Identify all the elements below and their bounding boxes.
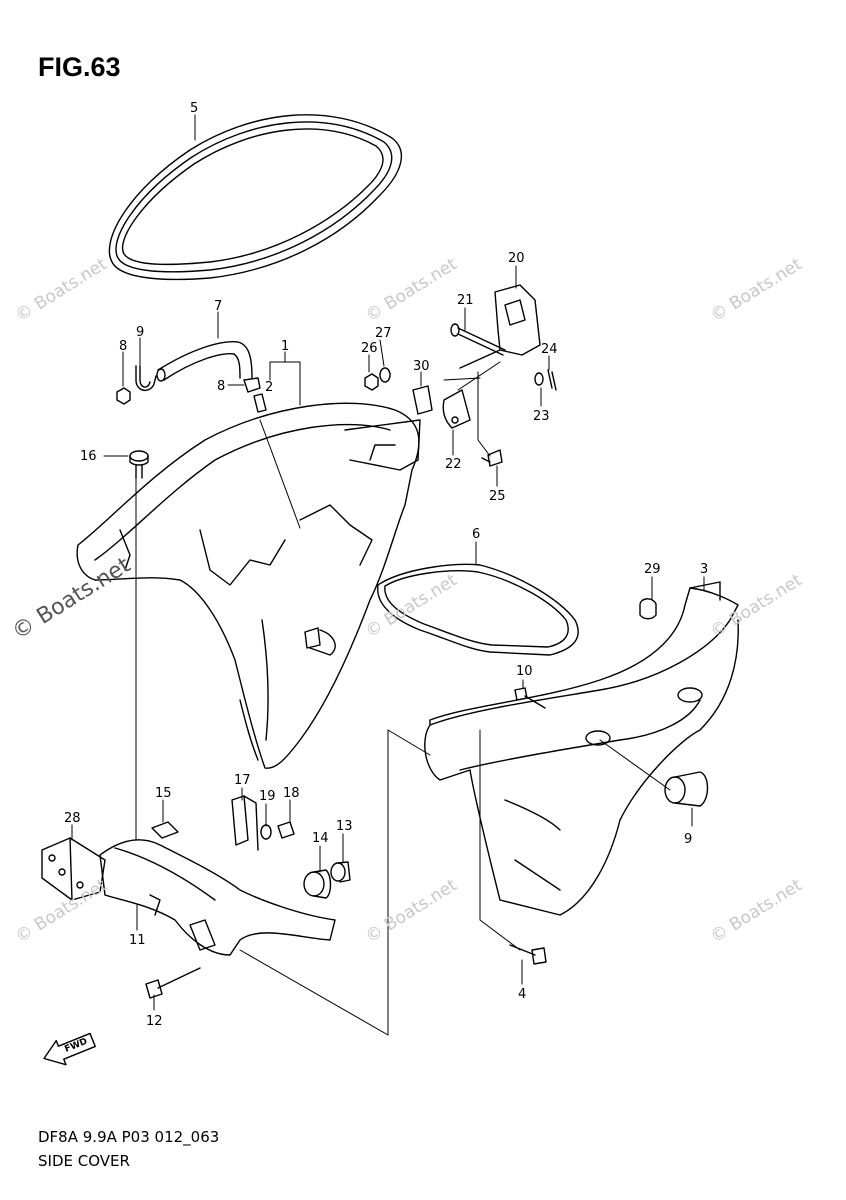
part-15-mount	[303, 869, 332, 899]
callout-19: 18	[283, 786, 300, 801]
part-3-right-side-cover	[424, 581, 739, 916]
watermark-text: © Boats.net	[8, 553, 135, 646]
figure-name: SIDE COVER	[38, 1152, 130, 1170]
watermark-text: © Boats.net	[12, 254, 111, 326]
part-20-washer	[260, 824, 272, 840]
part-5-seal-ring	[108, 114, 403, 281]
part-30-grommet	[639, 598, 657, 620]
part-28-washer	[379, 367, 391, 383]
watermark-text: © Boats.net	[707, 875, 806, 947]
part-11-screw	[514, 687, 546, 709]
part-8-fitting	[243, 377, 267, 413]
callout-16: 15	[155, 786, 172, 801]
part-31-cap	[412, 385, 433, 415]
callout-18: 17	[234, 773, 251, 788]
callout-14: 13	[336, 819, 353, 834]
callout-15: 14	[312, 831, 329, 846]
callout-numbers: 5 1 2 7 9 8 8 16 20 21 27 26 30 24 23 22…	[64, 101, 708, 1029]
callout-13: 12	[146, 1014, 163, 1029]
part-7-hose	[156, 341, 253, 382]
part-8-nut-left	[116, 387, 131, 405]
callout-6: 6	[472, 527, 480, 542]
part-21-bracket	[459, 284, 541, 369]
callout-8-left: 8	[119, 339, 127, 354]
part-19-screw	[277, 821, 295, 839]
callout-8-right: 8	[217, 379, 225, 394]
part-13-bolt	[145, 967, 201, 999]
callout-3: 3	[700, 562, 708, 577]
callout-1: 1	[281, 339, 289, 354]
part-27-nut	[364, 373, 379, 391]
part-1-left-side-cover	[76, 402, 421, 769]
callout-25: 24	[541, 342, 558, 357]
callout-7: 7	[214, 299, 222, 314]
part-24-washer	[534, 372, 544, 386]
part-12-lower-bracket	[99, 839, 336, 956]
callout-26: 25	[489, 489, 506, 504]
callout-24: 23	[533, 409, 550, 424]
part-29-pad	[41, 837, 106, 901]
watermark-text: © Boats.net	[707, 254, 806, 326]
watermark-text: © Boats.net	[362, 875, 461, 947]
part-16-clip	[151, 821, 179, 839]
callout-22: 21	[457, 293, 474, 308]
callout-4: 4	[518, 987, 526, 1002]
model-code: DF8A 9.9A P03 012_063	[38, 1128, 220, 1146]
callout-29: 28	[64, 811, 81, 826]
watermark-text: © Boats.net	[362, 254, 461, 326]
callout-21: 20	[508, 251, 525, 266]
part-4-bolt	[509, 944, 547, 965]
watermark-text: © Boats.net	[12, 875, 111, 947]
part-25-pin	[547, 369, 557, 391]
callout-2: 2	[265, 380, 273, 395]
callout-12: 11	[129, 933, 146, 948]
part-26-bolt	[481, 449, 503, 467]
callout-10: 9	[684, 832, 692, 847]
callout-9: 9	[136, 325, 144, 340]
part-18-bracket	[231, 795, 259, 851]
callout-30: 29	[644, 562, 661, 577]
callout-28: 27	[375, 326, 392, 341]
part-6-gasket	[377, 563, 579, 656]
figure-title: FIG.63	[38, 52, 121, 82]
part-22-bolt	[450, 323, 506, 356]
part-10-knob	[664, 771, 709, 807]
callout-11: 10	[516, 664, 533, 679]
watermark-text: © Boats.net	[707, 570, 806, 642]
callout-27: 26	[361, 341, 378, 356]
callout-23: 22	[445, 457, 462, 472]
callout-17: 16	[80, 449, 97, 464]
callout-31: 30	[413, 359, 430, 374]
part-17-screw	[129, 450, 149, 479]
part-9-clip	[135, 365, 157, 391]
part-14-bushing	[330, 861, 351, 883]
callout-20: 19	[259, 789, 276, 804]
fwd-arrow-icon	[43, 1032, 96, 1066]
callout-5: 5	[190, 101, 198, 116]
part-23-hook	[442, 389, 471, 429]
